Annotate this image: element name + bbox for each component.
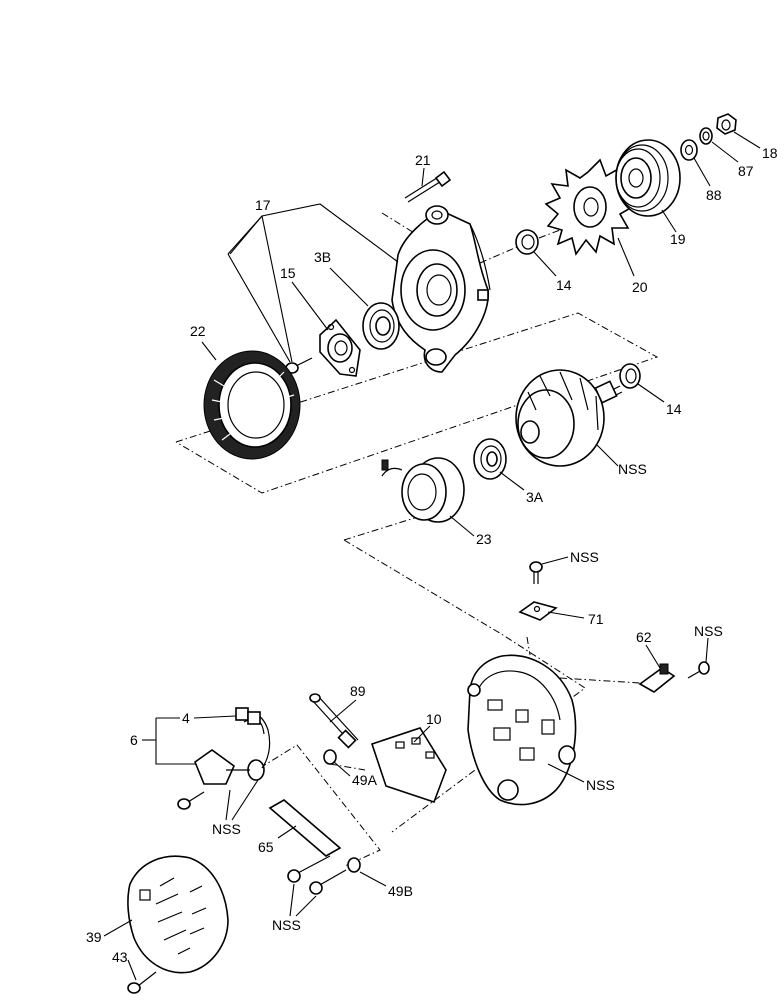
callout-4: 4 bbox=[182, 710, 190, 726]
callout-14-right: 14 bbox=[666, 401, 682, 417]
callout-23: 23 bbox=[476, 531, 492, 547]
part-39-rear-cover bbox=[127, 855, 229, 974]
screw-nss-top bbox=[529, 561, 543, 584]
callout-14-top: 14 bbox=[556, 277, 572, 293]
part-14-collar-right bbox=[619, 363, 641, 389]
part-21-through-bolt bbox=[404, 170, 452, 203]
callout-71: 71 bbox=[588, 611, 604, 627]
part-62-terminal bbox=[638, 663, 676, 693]
callout-65: 65 bbox=[258, 839, 274, 855]
part-23-field-coil bbox=[381, 457, 465, 523]
callout-43: 43 bbox=[112, 949, 128, 965]
retainer-screw bbox=[285, 357, 313, 374]
callout-leaders bbox=[103, 131, 761, 981]
callout-labels: 17 21 3B 15 22 14 20 19 88 87 18 14 NSS … bbox=[86, 145, 778, 965]
part-49A-spacer bbox=[323, 749, 337, 765]
part-22-stator bbox=[203, 350, 301, 460]
part-3B-front-bearing bbox=[362, 302, 400, 350]
callout-6: 6 bbox=[130, 732, 138, 748]
callout-nss-regulator: NSS bbox=[212, 821, 241, 837]
callout-19: 19 bbox=[670, 231, 686, 247]
callout-88: 88 bbox=[706, 187, 722, 203]
callout-18: 18 bbox=[762, 145, 778, 161]
callout-nss-bolts: NSS bbox=[272, 917, 301, 933]
bolts-nss-lower bbox=[287, 855, 347, 895]
callout-89: 89 bbox=[350, 683, 366, 699]
callout-22: 22 bbox=[190, 323, 206, 339]
callout-nss-screw: NSS bbox=[570, 549, 599, 565]
part-88-washer bbox=[680, 139, 698, 161]
callout-20: 20 bbox=[632, 279, 648, 295]
callout-39: 39 bbox=[86, 929, 102, 945]
screw-nss-regulator bbox=[177, 791, 205, 810]
part-18-nut bbox=[716, 113, 737, 135]
callout-87: 87 bbox=[738, 163, 754, 179]
callout-49A: 49A bbox=[352, 772, 378, 788]
part-15-bearing-retainer bbox=[319, 318, 361, 377]
callout-nss-housing: NSS bbox=[586, 777, 615, 793]
rear-housing bbox=[467, 654, 577, 806]
part-89-stud bbox=[309, 693, 359, 749]
part-65-bar bbox=[268, 799, 342, 857]
part-20-fan bbox=[544, 158, 636, 256]
rotor-assembly bbox=[515, 369, 623, 467]
part-10-rectifier bbox=[370, 727, 447, 804]
part-17-drive-end-housing bbox=[391, 205, 491, 373]
callout-nss-62: NSS bbox=[694, 623, 723, 639]
callout-49B: 49B bbox=[388, 883, 413, 899]
screw-nss-62 bbox=[687, 661, 710, 679]
callout-nss-rotor: NSS bbox=[618, 461, 647, 477]
callout-3B: 3B bbox=[314, 249, 331, 265]
part-14-collar-top bbox=[515, 229, 539, 255]
callout-15: 15 bbox=[280, 265, 296, 281]
callout-62: 62 bbox=[636, 629, 652, 645]
part-19-pulley bbox=[615, 139, 681, 217]
part-43-screw bbox=[127, 971, 157, 994]
part-4-wire-harness bbox=[235, 707, 271, 769]
part-49B-spacer bbox=[347, 857, 361, 873]
callout-17: 17 bbox=[255, 197, 271, 213]
part-3A-rear-bearing bbox=[473, 438, 507, 480]
callout-10: 10 bbox=[426, 711, 442, 727]
part-71-bracket bbox=[518, 601, 558, 621]
part-6-regulator bbox=[194, 749, 265, 785]
callout-21: 21 bbox=[415, 152, 431, 168]
part-87-lock-washer bbox=[699, 127, 713, 145]
callout-3A: 3A bbox=[526, 489, 544, 505]
